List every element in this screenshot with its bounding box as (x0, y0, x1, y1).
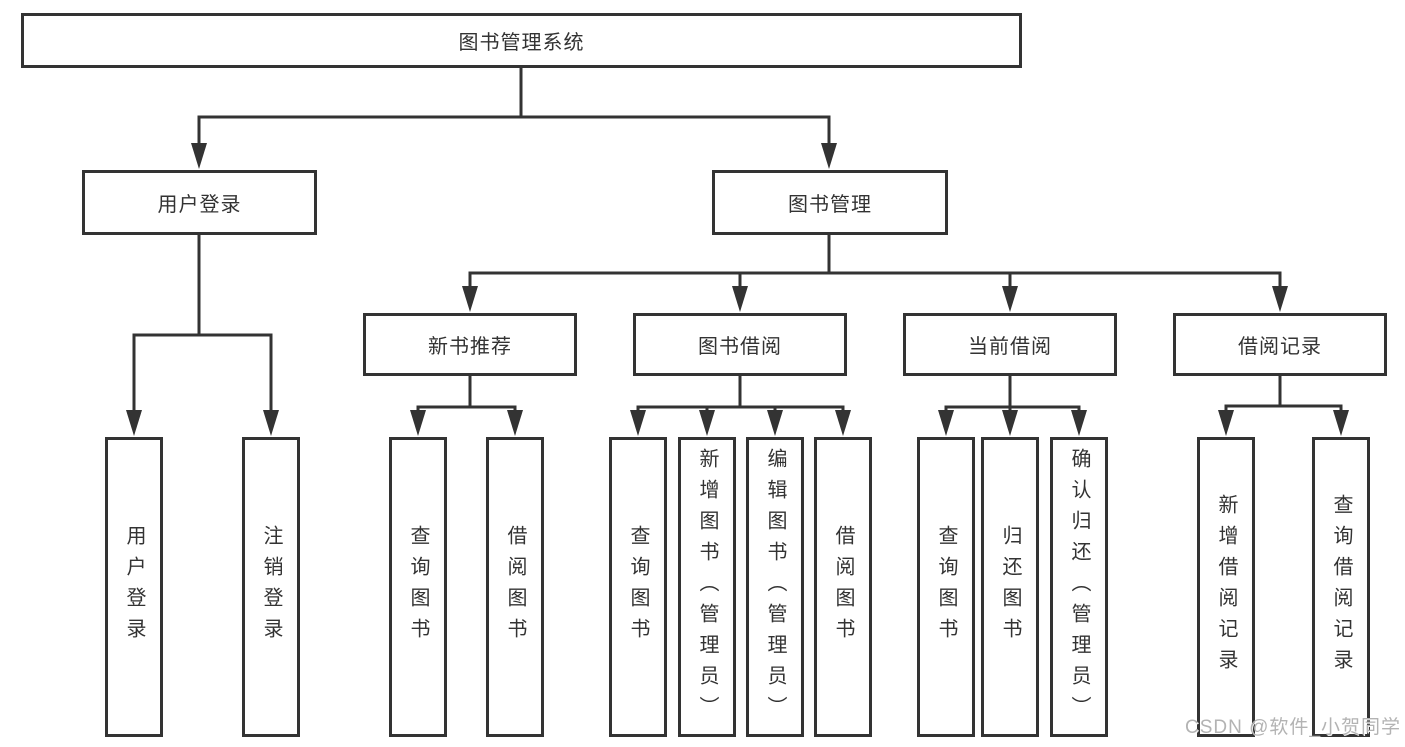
leaf-record-add-record: 新增借阅记录 (1197, 437, 1255, 737)
node-borrow-record-label: 借阅记录 (1238, 336, 1322, 358)
node-new-book-recommend: 新书推荐 (363, 313, 577, 376)
leaf-borrow-borrow-book-label: 借阅图书 (832, 525, 854, 649)
leaf-logout-label: 注销登录 (260, 525, 282, 649)
leaf-borrow-query-book-label: 查询图书 (627, 525, 649, 649)
leaf-record-query-record-label: 查询借阅记录 (1330, 494, 1352, 680)
node-borrow-record: 借阅记录 (1173, 313, 1387, 376)
leaf-user-login: 用户登录 (105, 437, 163, 737)
node-current-borrow-label: 当前借阅 (968, 336, 1052, 358)
csdn-watermark: CSDN @软件_小贺同学 (1185, 717, 1401, 738)
leaf-borrow-borrow-book: 借阅图书 (814, 437, 872, 737)
node-root-system-label: 图书管理系统 (458, 32, 585, 54)
leaf-borrow-add-book-admin: 新增图书（管理员） (678, 437, 736, 737)
leaf-borrow-add-book-admin-label: 新增图书（管理员） (696, 447, 718, 727)
node-user-login-label: 用户登录 (157, 194, 242, 216)
leaf-current-query-book-label: 查询图书 (935, 525, 957, 649)
leaf-current-return-book: 归还图书 (981, 437, 1039, 737)
leaf-newbook-borrow-book: 借阅图书 (486, 437, 544, 737)
leaf-newbook-borrow-book-label: 借阅图书 (504, 525, 526, 649)
leaf-borrow-query-book: 查询图书 (609, 437, 667, 737)
leaf-borrow-edit-book-admin-label: 编辑图书（管理员） (764, 447, 786, 727)
node-book-borrow: 图书借阅 (633, 313, 847, 376)
node-current-borrow: 当前借阅 (903, 313, 1117, 376)
leaf-current-confirm-return-admin-label: 确认归还（管理员） (1068, 447, 1090, 727)
leaf-newbook-query-book: 查询图书 (389, 437, 447, 737)
leaf-record-add-record-label: 新增借阅记录 (1215, 494, 1237, 680)
leaf-current-query-book: 查询图书 (917, 437, 975, 737)
leaf-borrow-edit-book-admin: 编辑图书（管理员） (746, 437, 804, 737)
node-root-system: 图书管理系统 (21, 13, 1022, 68)
connector-arrowheads (126, 143, 1349, 436)
leaf-current-return-book-label: 归还图书 (999, 525, 1021, 649)
node-book-management: 图书管理 (712, 170, 948, 235)
leaf-record-query-record: 查询借阅记录 (1312, 437, 1370, 737)
leaf-logout: 注销登录 (242, 437, 300, 737)
leaf-current-confirm-return-admin: 确认归还（管理员） (1050, 437, 1108, 737)
leaf-newbook-query-book-label: 查询图书 (407, 525, 429, 649)
node-new-book-recommend-label: 新书推荐 (428, 336, 512, 358)
node-book-borrow-label: 图书借阅 (698, 336, 782, 358)
node-user-login: 用户登录 (82, 170, 317, 235)
leaf-user-login-label: 用户登录 (123, 525, 145, 649)
node-book-management-label: 图书管理 (788, 194, 872, 216)
